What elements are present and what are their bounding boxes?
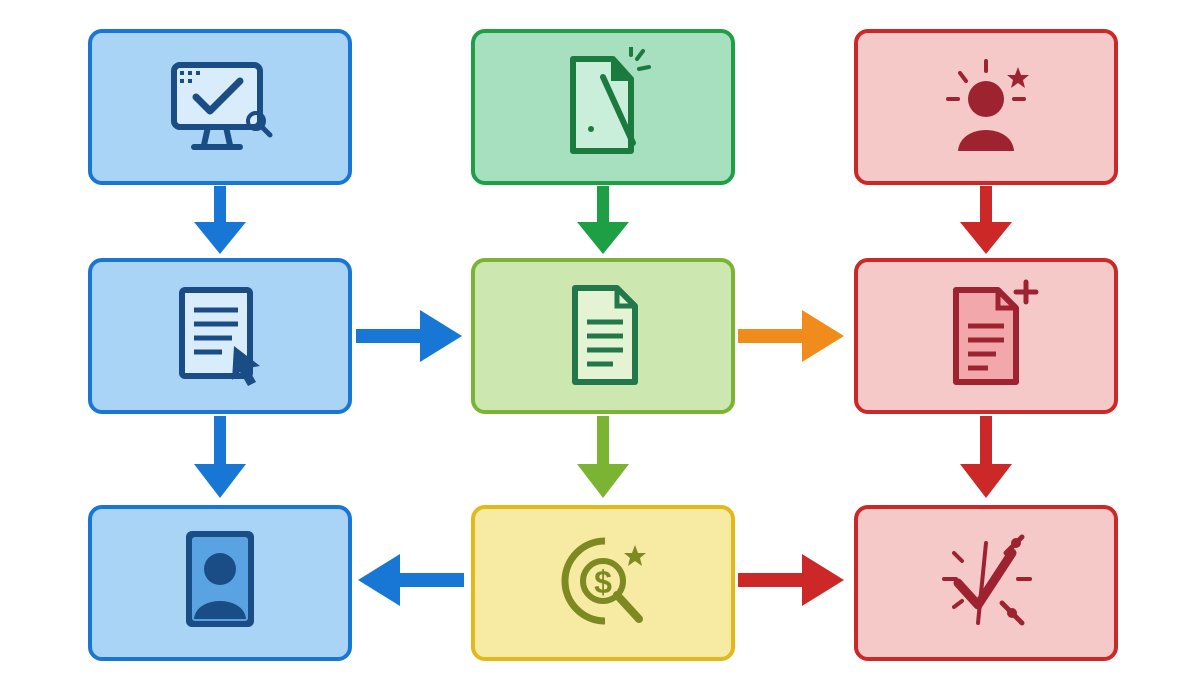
arrow-down-col1-row2 bbox=[188, 416, 252, 500]
document-sparkle-icon bbox=[570, 47, 651, 154]
document-cursor-icon bbox=[179, 287, 260, 386]
arrow-down-col2-row2 bbox=[571, 416, 635, 500]
monitor-check-icon bbox=[171, 62, 273, 150]
user-portrait-icon bbox=[186, 531, 254, 627]
box-monitor-check bbox=[88, 29, 352, 185]
arrow-down-col3-row1 bbox=[954, 186, 1018, 256]
document-lines-icon bbox=[572, 285, 638, 385]
arrow-right-row2-col2-col3 bbox=[738, 308, 846, 364]
box-document-sparkle bbox=[471, 29, 735, 185]
box-user-portrait bbox=[88, 505, 352, 661]
box-document-plus bbox=[854, 258, 1118, 414]
arrow-right-row2-col1-col2 bbox=[356, 308, 464, 364]
dollar-search-icon: $ bbox=[561, 537, 646, 625]
arrow-left-row3-col2-col1 bbox=[356, 552, 464, 608]
box-person-highlight bbox=[854, 29, 1118, 185]
box-broken-check bbox=[854, 505, 1118, 661]
box-document-lines bbox=[471, 258, 735, 414]
column-heading-3 bbox=[826, 0, 1146, 6]
box-dollar-search: $ bbox=[471, 505, 735, 661]
column-heading-2 bbox=[443, 0, 763, 6]
broken-check-icon bbox=[942, 534, 1032, 626]
document-plus-icon bbox=[953, 279, 1039, 385]
box-document-cursor bbox=[88, 258, 352, 414]
person-highlight-icon bbox=[946, 59, 1029, 151]
arrow-down-col3-row2 bbox=[954, 416, 1018, 500]
arrow-right-row3-col2-col3 bbox=[738, 552, 846, 608]
column-heading-1 bbox=[60, 0, 380, 6]
svg-text:$: $ bbox=[594, 564, 612, 600]
arrow-down-col1-row1 bbox=[188, 186, 252, 256]
arrow-down-col2-row1 bbox=[571, 186, 635, 256]
